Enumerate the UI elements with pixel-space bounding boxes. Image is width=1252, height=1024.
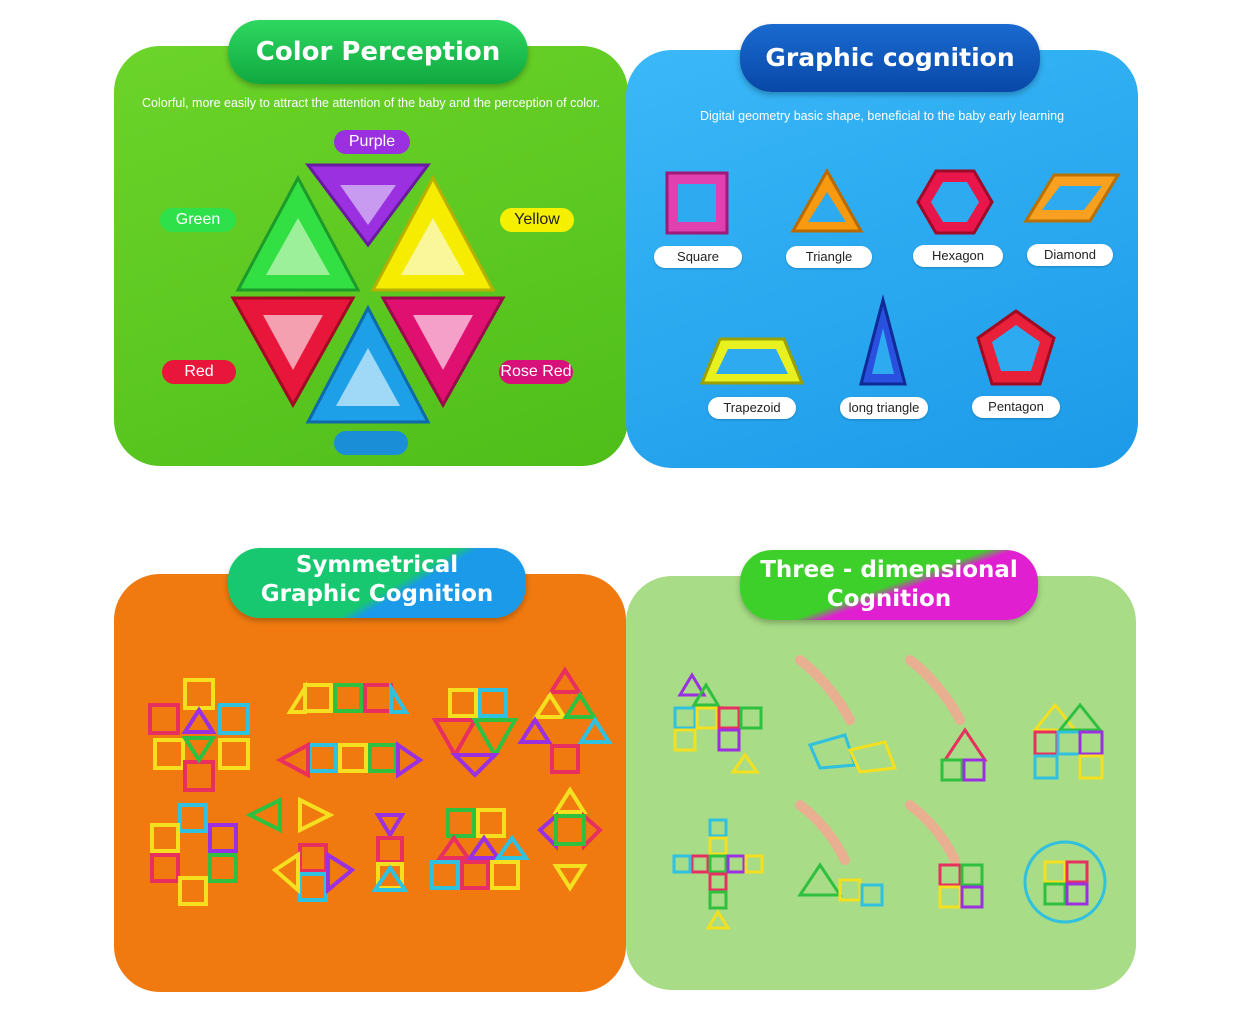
symmetrical-models-image	[148, 666, 613, 906]
diamond-model	[537, 786, 603, 892]
three-d-title-line2: Cognition	[826, 586, 952, 612]
square-shape	[665, 171, 729, 235]
symmetrical-cognition-title: Symmetrical Graphic Cognition	[228, 548, 526, 618]
yellow-tag: Yellow	[500, 208, 574, 232]
hand-folding-model-2	[905, 655, 988, 782]
triangle-label: Triangle	[786, 246, 872, 268]
hourglass-model	[371, 813, 409, 892]
graphic-cognition-title: Graphic cognition	[740, 24, 1040, 92]
rose-red-tag: Rose Red	[499, 360, 573, 384]
symmetrical-cognition-panel	[114, 574, 626, 992]
green-tag: Green	[160, 208, 236, 232]
three-dimensional-models-image	[672, 655, 1107, 930]
purple-tag: Purple	[334, 130, 410, 154]
cube-net-model	[673, 672, 763, 774]
blue-tag	[334, 431, 408, 455]
color-perception-title: Color Perception	[228, 20, 528, 84]
pentagon-shape	[976, 309, 1056, 386]
tank-model	[275, 681, 424, 779]
house-3d-model	[1031, 702, 1104, 780]
hexagon-shape	[916, 169, 994, 235]
triangle-color-wheel	[230, 163, 506, 424]
diamond-label: Diamond	[1027, 244, 1113, 266]
color-perception-subtitle: Colorful, more easily to attract the att…	[142, 96, 600, 110]
three-d-title-line1: Three - dimensional	[760, 557, 1018, 583]
star-net-model	[672, 818, 764, 930]
boat-model	[245, 796, 356, 902]
graphic-cognition-subtitle: Digital geometry basic shape, beneficial…	[699, 109, 1065, 123]
three-dimensional-title: Three - dimensional Cognition	[740, 550, 1038, 620]
square-label: Square	[654, 246, 742, 268]
hand-folding-model-3	[795, 800, 884, 907]
pentagon-label: Pentagon	[972, 396, 1060, 418]
long-triangle-shape	[859, 294, 907, 386]
hexagon-label: Hexagon	[913, 245, 1003, 267]
house-model	[430, 808, 530, 890]
flower-model	[148, 678, 250, 792]
trapezoid-shape	[699, 337, 805, 385]
symmetrical-title-line1: Symmetrical	[295, 552, 459, 578]
diamond-shape	[1023, 173, 1121, 223]
long-triangle-label: long triangle	[840, 397, 928, 419]
triangle-shape	[790, 167, 864, 233]
hand-folding-model-1	[795, 655, 898, 774]
ring-model	[150, 803, 238, 906]
tree-model	[517, 666, 613, 774]
trapezoid-label: Trapezoid	[708, 397, 796, 419]
red-tag: Red	[162, 360, 236, 384]
shield-model	[431, 688, 519, 778]
ball-model	[1023, 840, 1107, 924]
hand-folding-model-4	[905, 800, 984, 909]
symmetrical-title-line2: Graphic Cognition	[260, 581, 494, 607]
